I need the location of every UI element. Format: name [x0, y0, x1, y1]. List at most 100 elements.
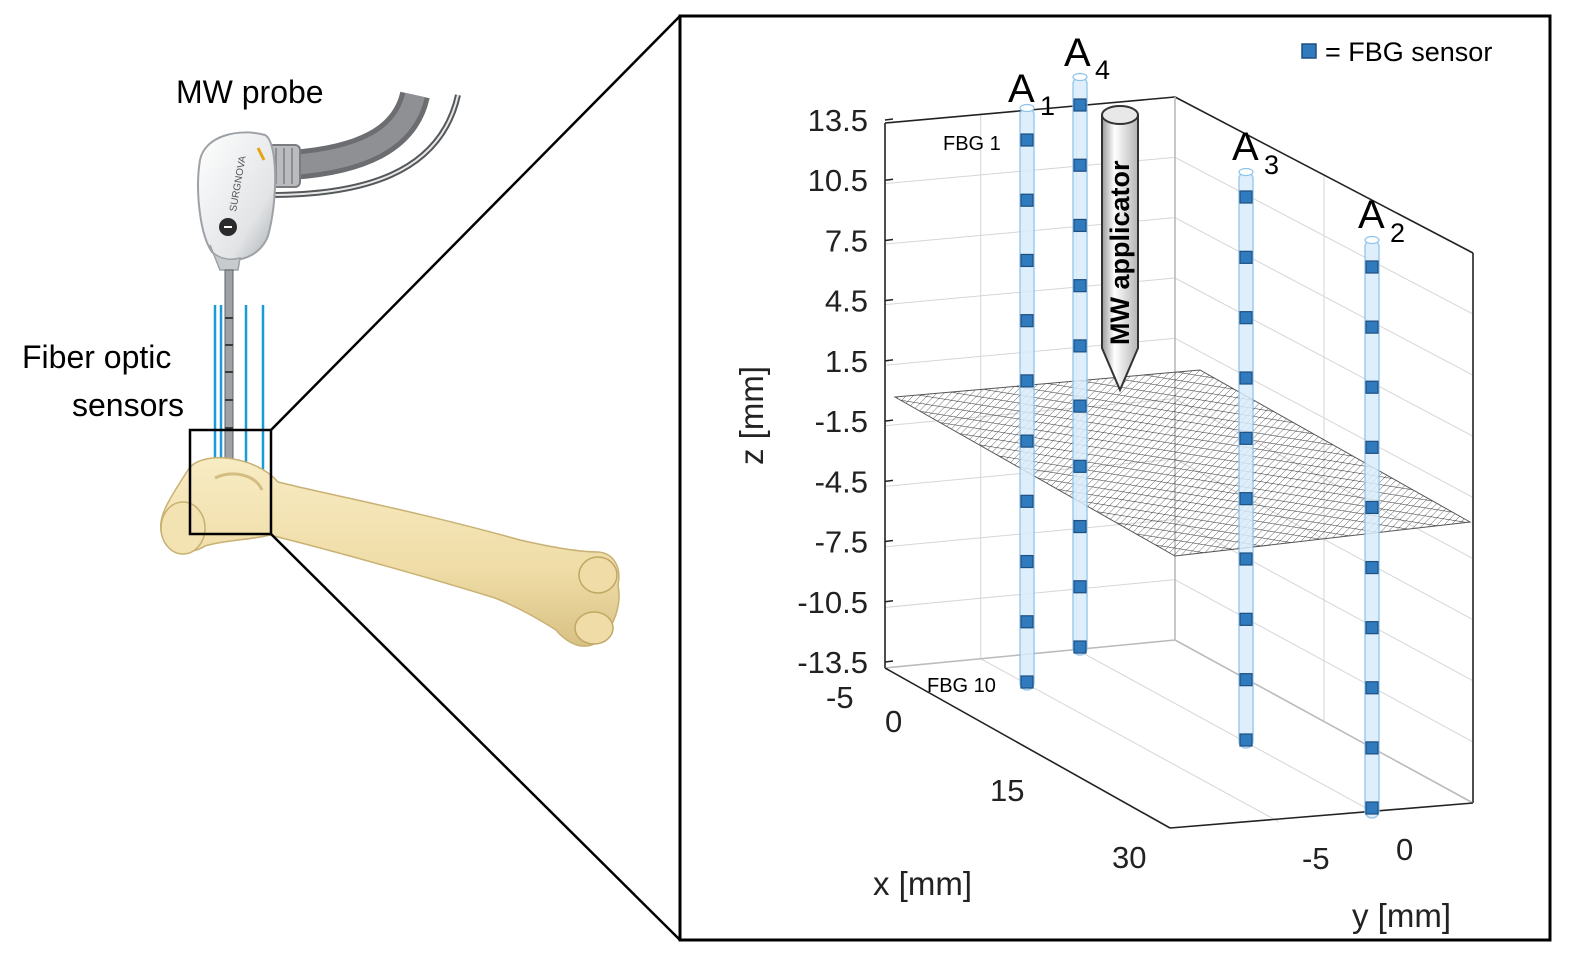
fbg-sensor	[1020, 615, 1034, 629]
fbg-sensor	[1365, 500, 1379, 515]
z-tick-mark	[884, 238, 894, 242]
z-tick-label: -4.5	[815, 464, 868, 499]
fbg-sensor	[1073, 339, 1087, 353]
fbg-sensor	[1073, 98, 1087, 112]
z-tick-label: 7.5	[825, 223, 868, 258]
fbg-sensor	[1073, 459, 1087, 473]
svg-text:3: 3	[1264, 150, 1279, 180]
z-tick-mark	[884, 600, 894, 603]
fbg-sensor	[1239, 673, 1253, 687]
fbg-sensor	[1365, 560, 1379, 575]
fbg-sensor	[1239, 250, 1253, 264]
fbg-sensor	[1073, 218, 1087, 233]
fbg-sensor	[1365, 681, 1379, 695]
svg-text:A: A	[1232, 125, 1259, 169]
fbg-sensor	[1073, 580, 1087, 594]
fbg-sensor	[1073, 399, 1087, 413]
fbg-sensor	[1020, 133, 1034, 147]
probe-cable	[267, 90, 461, 198]
sensor-arrays	[1019, 72, 1380, 819]
z-tick-mark	[884, 298, 894, 302]
plot-box	[884, 96, 1474, 829]
femur-bone	[159, 457, 620, 647]
fbg-sensor	[1020, 554, 1034, 569]
fbg-sensor	[1239, 733, 1253, 747]
y-axis-title: y [mm]	[1352, 897, 1451, 934]
sensor-array-a1	[1019, 103, 1035, 691]
x-tick-label: 30	[1112, 840, 1146, 875]
fbg-sensor	[1020, 193, 1034, 207]
x-axis-title: x [mm]	[873, 865, 972, 902]
svg-text:A: A	[1064, 31, 1091, 75]
z-tick-mark	[884, 178, 894, 181]
z-tick-marks	[884, 118, 894, 663]
z-tick-label: -7.5	[815, 525, 868, 560]
fbg-sensor	[1365, 440, 1379, 454]
sensor-array-a4	[1072, 72, 1088, 656]
plot-3d: MW applicator 13.510.57.54.51.5-1.5-4.5-…	[733, 31, 1492, 934]
fbg-sensor	[1365, 741, 1379, 755]
x-tick-label: -5	[826, 680, 854, 715]
z-tick-label: 10.5	[808, 163, 868, 198]
probe-label: MW probe	[176, 74, 324, 110]
svg-text:2: 2	[1390, 218, 1405, 248]
probe-needle	[224, 269, 234, 478]
fbg-sensor	[1239, 431, 1253, 445]
fbg-sensor	[1365, 380, 1379, 394]
antenna-label-a2: A 2	[1358, 193, 1405, 248]
fbg-sensor	[1073, 158, 1087, 172]
zoom-line-top	[270, 15, 681, 431]
fbg-sensor	[1020, 374, 1034, 388]
legend-sensor-marker	[1301, 43, 1317, 59]
fbg-sensor	[1365, 260, 1379, 274]
fbg-sensor	[1020, 434, 1034, 448]
brand-mark-icon	[256, 147, 266, 161]
y-tick-label: -5	[1302, 841, 1330, 876]
zoom-region-box	[188, 428, 273, 536]
z-tick-label: 13.5	[808, 103, 868, 138]
x-tick-label: 15	[990, 773, 1024, 808]
fbg-last-label: FBG 10	[927, 675, 996, 697]
fbg-sensor	[1020, 675, 1034, 689]
z-tick-label: 1.5	[825, 344, 868, 379]
z-tick-label: -10.5	[797, 585, 868, 620]
fiber-tube-cap	[1238, 167, 1254, 177]
fbg-sensor	[1239, 311, 1253, 325]
svg-text:4: 4	[1095, 55, 1110, 85]
legend: = FBG sensor	[1301, 37, 1492, 67]
z-tick-mark	[884, 118, 894, 121]
svg-text:A: A	[1358, 193, 1385, 237]
fiber-label-line2: sensors	[72, 387, 184, 423]
legend-text: = FBG sensor	[1325, 37, 1492, 67]
fbg-sensor	[1365, 320, 1379, 334]
fbg-sensor	[1239, 371, 1253, 385]
z-tick-mark	[884, 660, 894, 663]
fbg-sensor	[1020, 314, 1034, 328]
z-tick-mark	[884, 359, 894, 362]
fbg-sensor	[1239, 612, 1253, 626]
fbg-sensor	[1239, 492, 1253, 506]
z-tick-mark	[884, 539, 894, 543]
applicator-label: MW applicator	[1105, 160, 1135, 345]
fiber-tube-cap	[1072, 72, 1088, 82]
grid-line	[1076, 649, 1375, 813]
antenna-label-a3: A 3	[1232, 125, 1279, 180]
fiber-label-line1: Fiber optic	[22, 339, 171, 375]
antenna-label-a1: A 1	[1008, 67, 1055, 121]
fiber-tube-cap	[1364, 235, 1380, 245]
z-tick-label: -13.5	[797, 645, 868, 680]
mw-applicator: MW applicator	[1101, 105, 1139, 393]
z-tick-mark	[884, 419, 894, 422]
z-axis-ticks: 13.510.57.54.51.5-1.5-4.5-7.5-10.5-13.5	[797, 103, 868, 680]
fbg-sensor	[1020, 253, 1034, 268]
fbg-sensor	[1239, 552, 1253, 566]
left-illustration: SURGNOVA	[22, 15, 681, 941]
fbg-sensor	[1020, 494, 1034, 508]
z-axis-title: z [mm]	[733, 366, 770, 465]
z-tick-label: -1.5	[815, 404, 868, 439]
svg-text:1: 1	[1040, 91, 1055, 121]
fbg-sensor	[1239, 190, 1253, 204]
sensor-array-a2	[1364, 235, 1380, 819]
fbg-first-label: FBG 1	[943, 133, 1001, 155]
probe-handle: SURGNOVA	[197, 131, 277, 271]
